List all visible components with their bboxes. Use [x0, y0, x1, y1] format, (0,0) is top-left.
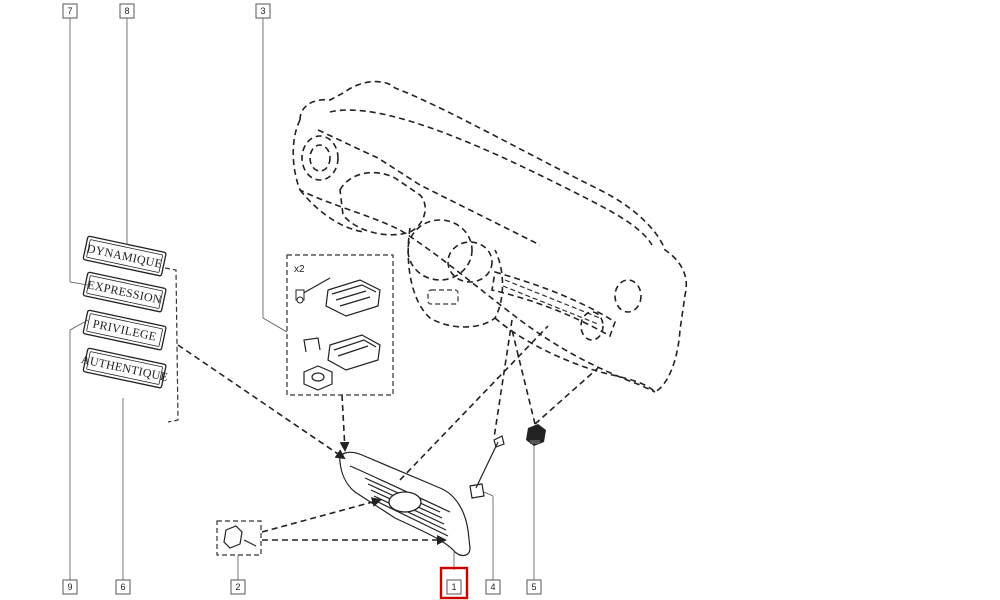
- callout-1-highlight: [439, 566, 469, 600]
- assembly-arrows: [177, 319, 599, 545]
- callout-2-label: 2: [235, 582, 240, 592]
- callout-8[interactable]: 8: [119, 3, 135, 19]
- decor-trim-panel[interactable]: [339, 451, 471, 557]
- clip-part-2-box: [216, 520, 262, 556]
- callout-6-label: 6: [120, 582, 125, 592]
- kit-nut: [303, 365, 333, 391]
- badge-authentique[interactable]: AUTHENTIQUE: [79, 347, 171, 389]
- kit-screw: [295, 277, 331, 304]
- callout-1-label: 1: [451, 582, 456, 592]
- callout-leaders: [69, 18, 535, 580]
- trim-panel-opening: [388, 491, 422, 513]
- callout-3[interactable]: 3: [255, 3, 271, 19]
- kit-clip-lower: [327, 334, 381, 371]
- push-clip-part-5[interactable]: [526, 424, 546, 446]
- callout-7-label: 7: [67, 6, 72, 16]
- kit-clip-upper: [325, 279, 381, 317]
- callout-7[interactable]: 7: [62, 3, 78, 19]
- badge-expression[interactable]: EXPRESSION: [82, 271, 167, 313]
- dashboard-outline: [292, 80, 687, 393]
- callout-6[interactable]: 6: [115, 579, 131, 595]
- kit-spring-clip: [303, 337, 321, 353]
- callout-5-label: 5: [531, 582, 536, 592]
- kit-quantity-label: x2: [294, 264, 305, 275]
- badge-dynamique[interactable]: DYNAMIQUE: [82, 235, 167, 277]
- fastener-kit-box: x2: [286, 254, 394, 396]
- trim-badges: DYNAMIQUE EXPRESSION PRIVILEGE AUTHENTIQ…: [79, 235, 179, 423]
- callout-9-label: 9: [67, 582, 72, 592]
- callout-4-label: 4: [490, 582, 495, 592]
- callout-2[interactable]: 2: [230, 579, 246, 595]
- callout-8-label: 8: [124, 6, 129, 16]
- callout-3-label: 3: [260, 6, 265, 16]
- callout-1[interactable]: 1: [439, 566, 469, 600]
- callout-4[interactable]: 4: [485, 579, 501, 595]
- callout-5[interactable]: 5: [526, 579, 542, 595]
- badge-privilege[interactable]: PRIVILEGE: [82, 309, 167, 351]
- rod-part-4[interactable]: [469, 435, 505, 499]
- callout-9[interactable]: 9: [62, 579, 78, 595]
